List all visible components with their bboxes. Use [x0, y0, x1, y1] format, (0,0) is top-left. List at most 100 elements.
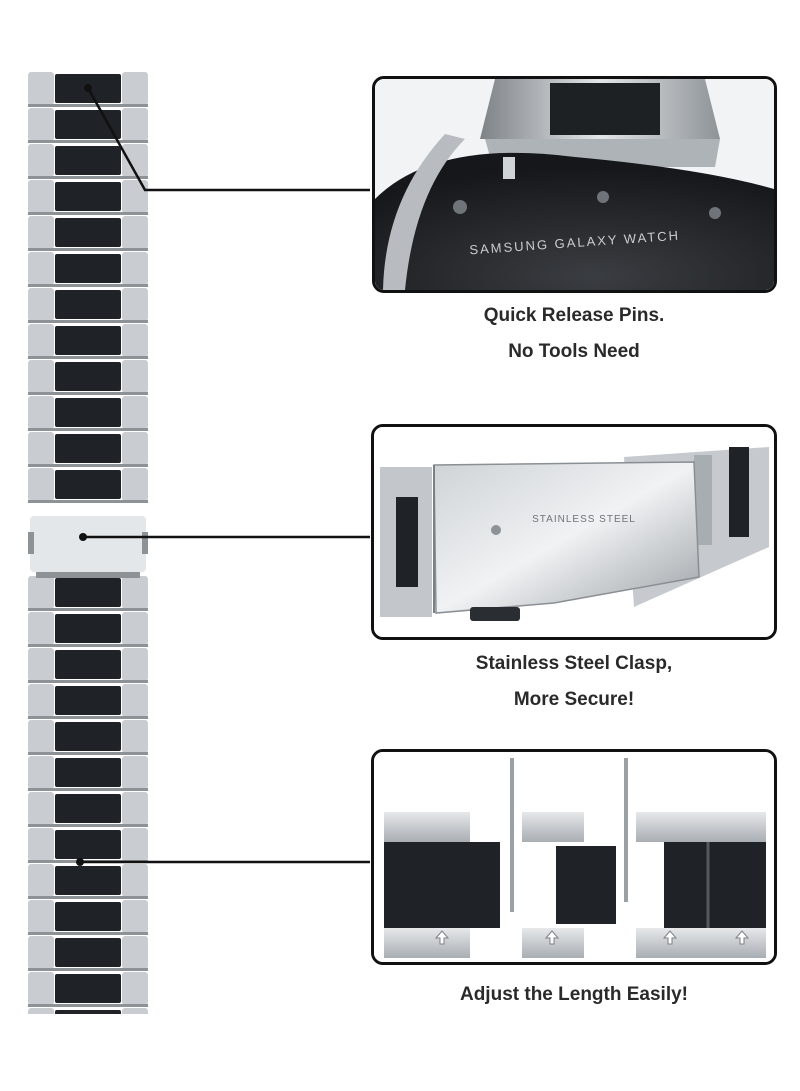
- strap-link: [28, 464, 148, 467]
- strap-link: [55, 722, 121, 751]
- strap-link: [122, 468, 148, 501]
- strap-link: [55, 1010, 121, 1014]
- strap-link: [55, 974, 121, 1003]
- strap-link: [55, 110, 121, 139]
- strap-link: [55, 470, 121, 499]
- strap-link: [28, 824, 148, 827]
- strap-link: [28, 756, 54, 789]
- strap-link: [142, 532, 148, 554]
- strap-link: [28, 212, 148, 215]
- strap-link: [28, 468, 54, 501]
- strap-link: [28, 140, 148, 143]
- strap-link: [55, 290, 121, 319]
- strap-link: [28, 1004, 148, 1007]
- strap-link: [55, 794, 121, 823]
- strap-link: [28, 716, 148, 719]
- strap-link: [28, 576, 54, 609]
- strap-link: [28, 216, 54, 249]
- strap-link: [28, 396, 54, 429]
- strap-link: [28, 532, 34, 554]
- strap-link: [28, 896, 148, 899]
- strap-link: [122, 324, 148, 357]
- strap-link: [55, 146, 121, 175]
- strap-link: [122, 1008, 148, 1014]
- strap-link: [28, 900, 54, 933]
- strap-link: [28, 176, 148, 179]
- caption-quick-release-pins: Quick Release Pins.: [483, 305, 665, 326]
- strap-link: [122, 288, 148, 321]
- strap-link: [28, 932, 148, 935]
- strap-link: [28, 860, 148, 863]
- strap-link: [28, 104, 148, 107]
- strap-link: [28, 680, 148, 683]
- strap-link: [55, 866, 121, 895]
- strap-link: [122, 396, 148, 429]
- strap-link: [28, 644, 148, 647]
- strap-link: [30, 516, 146, 572]
- strap-link: [122, 684, 148, 717]
- strap-link: [122, 648, 148, 681]
- strap-link: [28, 108, 54, 141]
- strap-link: [28, 144, 54, 177]
- strap-link: [28, 500, 148, 503]
- strap-link: [122, 756, 148, 789]
- strap-link: [55, 650, 121, 679]
- strap-link: [28, 428, 148, 431]
- strap-link: [28, 320, 148, 323]
- strap-link: [122, 144, 148, 177]
- caption-stainless-steel-clasp: Stainless Steel Clasp,: [475, 653, 673, 674]
- strap-link: [28, 284, 148, 287]
- strap-link: [28, 828, 54, 861]
- strap-link: [28, 612, 54, 645]
- strap-link: [28, 392, 148, 395]
- strap-link: [55, 434, 121, 463]
- strap-link: [28, 608, 148, 611]
- stainless-steel-clasp-photo: STAINLESS STEEL: [371, 424, 777, 640]
- strap-link: [122, 576, 148, 609]
- strap-link: [28, 792, 54, 825]
- strap-link: [122, 72, 148, 105]
- strap-link: [55, 74, 121, 103]
- strap-link: [28, 72, 54, 105]
- strap-link: [55, 326, 121, 355]
- strap-link: [28, 1008, 54, 1014]
- strap-link: [28, 752, 148, 755]
- strap-link: [55, 254, 121, 283]
- strap-link: [122, 864, 148, 897]
- caption-adjust-length: Adjust the Length Easily!: [459, 984, 689, 1005]
- strap-link: [55, 182, 121, 211]
- strap-link: [122, 432, 148, 465]
- strap-link: [55, 398, 121, 427]
- strap-link: [28, 252, 54, 285]
- strap-link: [122, 216, 148, 249]
- strap-link: [55, 362, 121, 391]
- strap-link: [28, 788, 148, 791]
- engraving-text: STAINLESS STEEL: [532, 514, 636, 525]
- strap-link: [28, 936, 54, 969]
- strap-link: [36, 572, 140, 578]
- strap-link: [28, 248, 148, 251]
- strap-link: [122, 360, 148, 393]
- strap-link: [28, 720, 54, 753]
- adjust-length-photo: [371, 749, 777, 965]
- strap-link: [122, 252, 148, 285]
- caption-more-secure: More Secure!: [513, 689, 635, 710]
- strap-link: [28, 648, 54, 681]
- strap-link: [28, 360, 54, 393]
- strap-link: [122, 972, 148, 1005]
- strap-link: [28, 684, 54, 717]
- strap-link: [28, 356, 148, 359]
- strap-link: [122, 720, 148, 753]
- caption-no-tools-need: No Tools Need: [508, 341, 640, 362]
- strap-link: [122, 792, 148, 825]
- strap-link: [122, 828, 148, 861]
- quick-release-pins-photo: SAMSUNG GALAXY WATCH: [372, 76, 777, 293]
- strap-link: [55, 218, 121, 247]
- strap-link: [28, 968, 148, 971]
- watch-strap-image: [28, 72, 148, 1014]
- strap-link: [55, 938, 121, 967]
- strap-link: [55, 686, 121, 715]
- strap-link: [28, 432, 54, 465]
- strap-link: [55, 902, 121, 931]
- strap-link: [55, 578, 121, 607]
